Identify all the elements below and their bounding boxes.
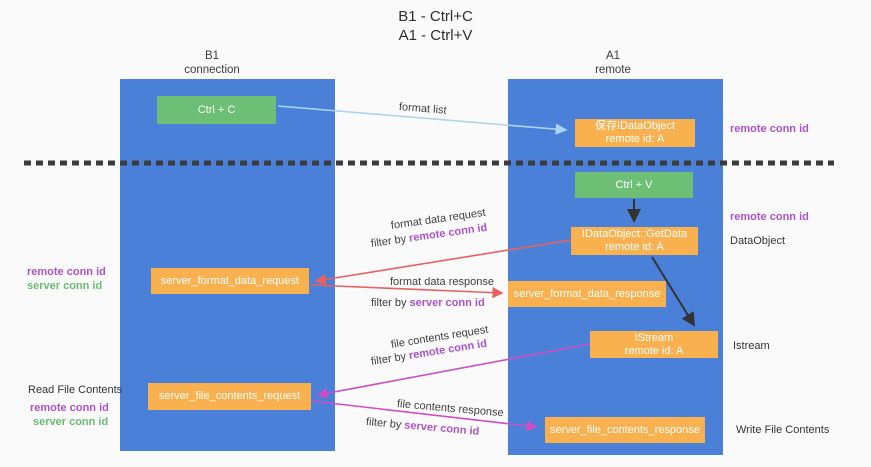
- file-contents-response-label: file contents response: [396, 398, 505, 420]
- right-label-istream: Istream: [733, 340, 770, 352]
- node-server-format-data-response: server_format_data_response: [508, 281, 666, 307]
- right-label-remote-conn-id-1: remote conn id: [730, 123, 809, 135]
- left-label-remote-conn-id-1: remote conn id: [27, 266, 106, 278]
- node-getdata-line2: remote id: A: [605, 241, 664, 253]
- left-label-read-file-contents: Read File Contents: [28, 384, 123, 396]
- node-ctrl-v: Ctrl + V: [575, 172, 693, 198]
- format-list-label: format list: [398, 101, 448, 117]
- node-store-dataobject-line1: 保存IDataObject: [594, 120, 676, 132]
- right-label-remote-conn-id-2: remote conn id: [730, 211, 809, 223]
- lifeline-header-a1: A1 remote: [533, 49, 693, 77]
- node-file-response-label: server_file_contents_response: [550, 423, 700, 436]
- node-istream-line1: IStream: [634, 331, 674, 344]
- filter-by-text: filter by: [370, 350, 407, 368]
- node-idataobject-getdata: IDataObject::GetData remote id: A: [571, 227, 698, 255]
- format-data-response-label: format data response: [390, 276, 494, 288]
- server-conn-id-key: server conn id: [403, 419, 480, 438]
- right-label-write-file-contents: Write File Contents: [736, 424, 830, 436]
- node-istream-line2: remote id: A: [624, 344, 684, 357]
- lifeline-a1-name: A1: [605, 50, 621, 62]
- left-label-server-conn-id-1: server conn id: [27, 280, 103, 292]
- diagram-title: B1 - Ctrl+C A1 - Ctrl+V: [0, 7, 871, 45]
- node-getdata-line1: IDataObject::GetData: [581, 228, 688, 240]
- node-ctrl-v-label: Ctrl + V: [615, 178, 653, 191]
- node-format-request-label: server_format_data_request: [160, 274, 300, 287]
- node-server-format-data-request: server_format_data_request: [151, 268, 309, 294]
- server-conn-id-key: server conn id: [409, 297, 485, 309]
- node-istream: IStream remote id: A: [590, 331, 718, 358]
- filter-by-text: filter by: [370, 233, 407, 250]
- left-label-server-conn-id-2: server conn id: [33, 416, 109, 428]
- node-server-file-contents-response: server_file_contents_response: [545, 417, 705, 443]
- lifeline-b1-name: B1: [204, 50, 220, 62]
- left-label-remote-conn-id-2: remote conn id: [30, 402, 109, 414]
- node-ctrl-c: Ctrl + C: [157, 96, 276, 124]
- node-store-dataobject: 保存IDataObject remote id: A: [575, 119, 695, 147]
- lifeline-b1-role: connection: [184, 64, 240, 76]
- title-line-1: B1 - Ctrl+C: [398, 8, 473, 25]
- node-file-request-label: server_file_contents_request: [158, 390, 301, 402]
- filter-by-text: filter by: [371, 297, 407, 309]
- node-store-dataobject-line2: remote id: A: [605, 133, 665, 145]
- node-server-file-contents-request: server_file_contents_request: [148, 383, 311, 410]
- lifeline-header-b1: B1 connection: [132, 49, 292, 77]
- node-format-response-label: server_format_data_response: [513, 287, 661, 300]
- filter-by-text: filter by: [365, 416, 402, 432]
- title-line-2: A1 - Ctrl+V: [398, 27, 473, 44]
- lifeline-a1-role: remote: [595, 64, 631, 76]
- right-label-dataobject: DataObject: [730, 235, 786, 247]
- node-ctrl-c-label: Ctrl + C: [197, 103, 236, 116]
